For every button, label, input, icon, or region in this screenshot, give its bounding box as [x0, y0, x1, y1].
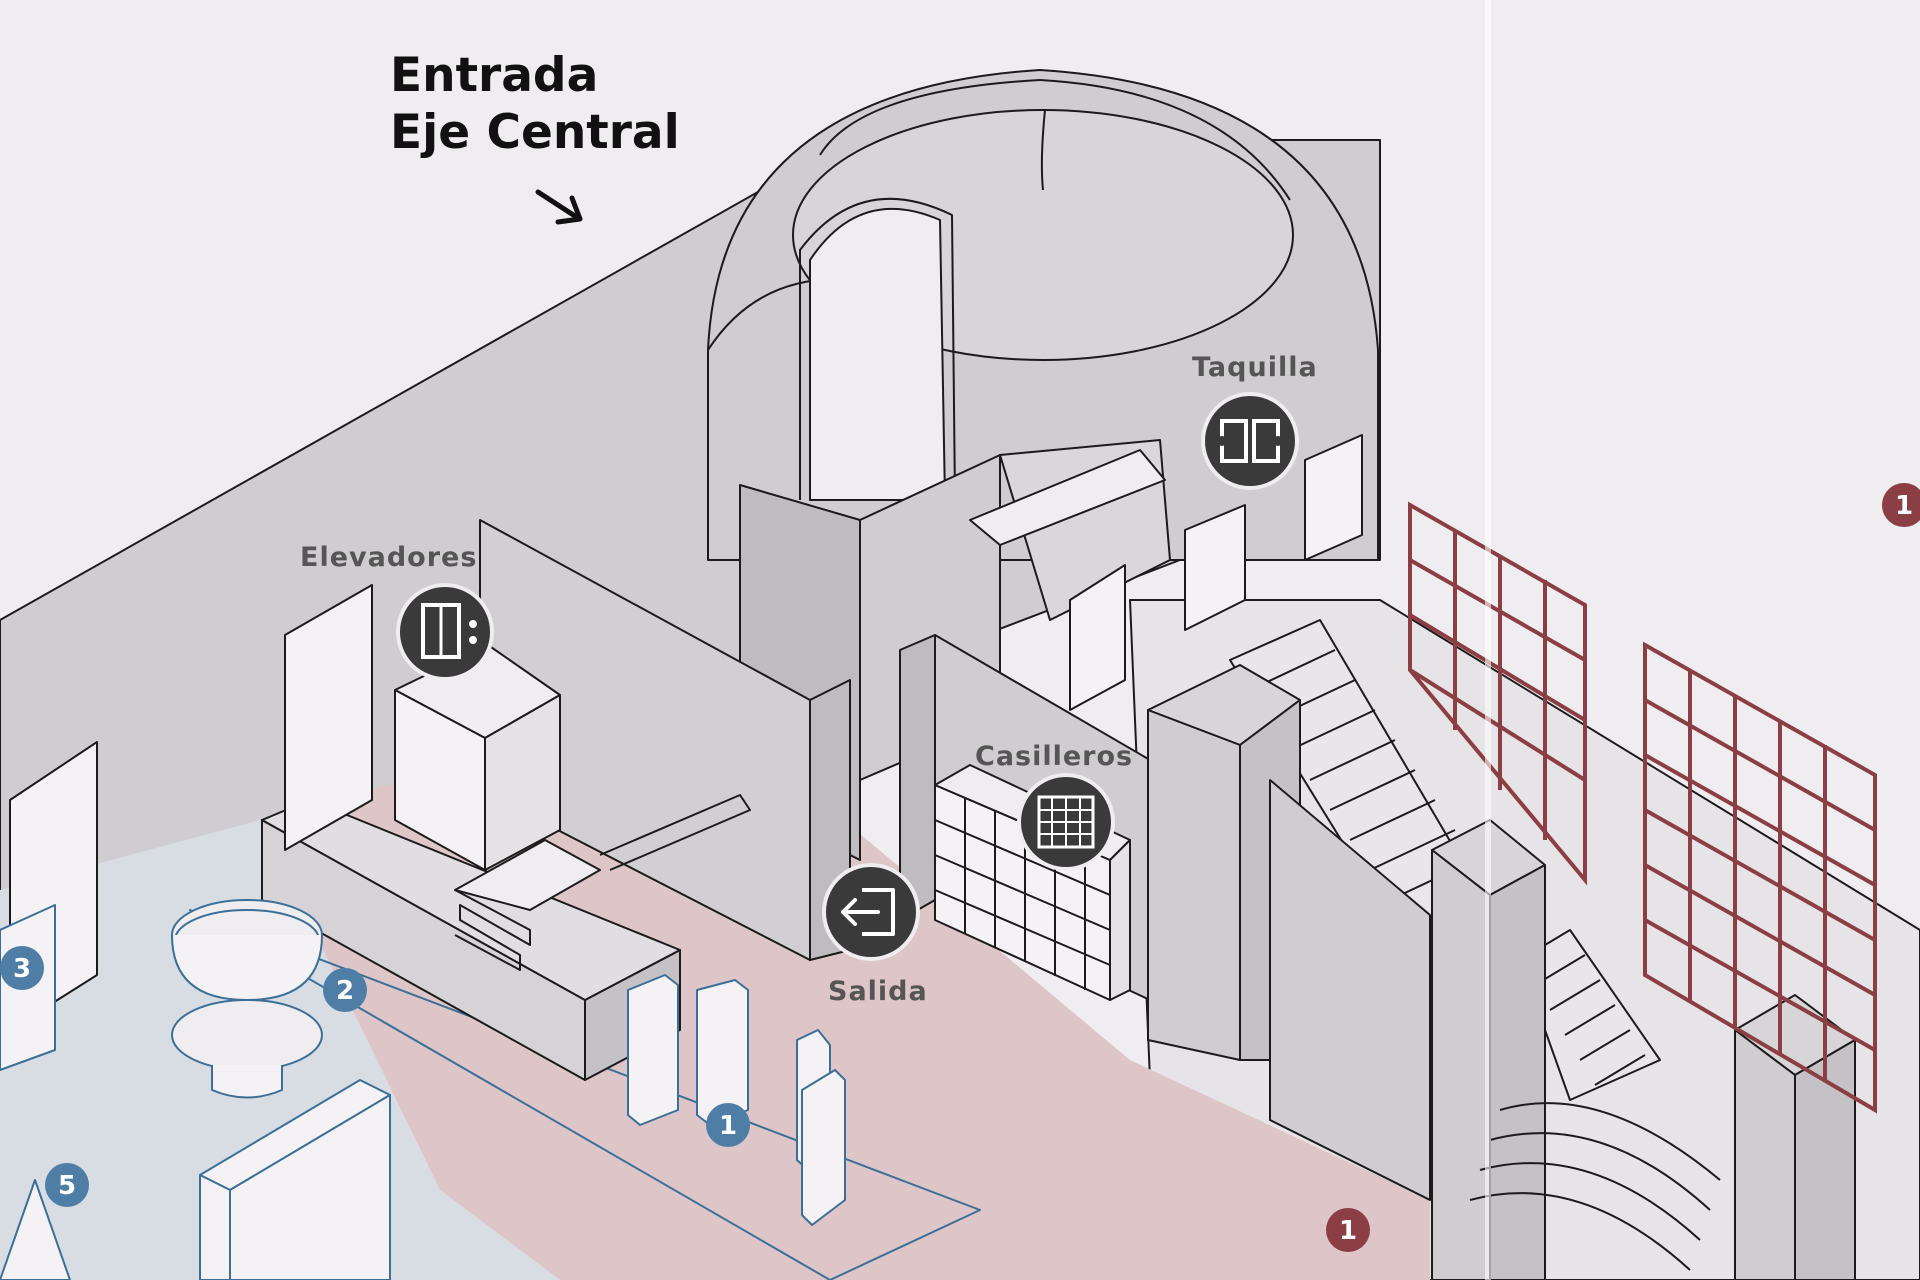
- exhibit-pieces: [0, 899, 846, 1280]
- blue-marker-5[interactable]: 5: [45, 1163, 89, 1207]
- exit-icon[interactable]: [822, 863, 920, 961]
- red-marker-1-floor[interactable]: 1: [1326, 1208, 1370, 1252]
- svg-text:1: 1: [719, 1111, 737, 1141]
- building-structure: [0, 69, 1920, 1280]
- amphitheater-steps: [1469, 1102, 1721, 1271]
- svg-text:1: 1: [1339, 1216, 1357, 1246]
- ticket-icon[interactable]: [1201, 392, 1299, 490]
- svg-text:3: 3: [13, 954, 31, 984]
- blue-marker-3[interactable]: 3: [0, 946, 44, 990]
- blue-marker-2[interactable]: 2: [323, 968, 367, 1012]
- red-marker-1-wall[interactable]: 1: [1882, 483, 1920, 527]
- arrow-down-right-icon: [535, 189, 583, 225]
- svg-text:5: 5: [58, 1171, 76, 1201]
- lockers-label: Casilleros: [975, 741, 1133, 772]
- elevators-label: Elevadores: [300, 542, 477, 573]
- blue-marker-1[interactable]: 1: [706, 1103, 750, 1147]
- lockers-icon[interactable]: [1017, 773, 1115, 871]
- entrance-title-line2: Eje Central: [390, 105, 680, 160]
- elevator-icon[interactable]: [396, 583, 494, 681]
- red-window-grid: [1408, 501, 1877, 1114]
- ticket-office-label: Taquilla: [1192, 352, 1318, 383]
- svg-text:2: 2: [336, 976, 354, 1006]
- entrance-title-line1: Entrada: [390, 48, 598, 103]
- small-staircase: [454, 794, 751, 971]
- exit-label: Salida: [828, 976, 928, 1007]
- entrance-label: Entrada Eje Central: [390, 48, 680, 225]
- svg-text:1: 1: [1895, 491, 1913, 521]
